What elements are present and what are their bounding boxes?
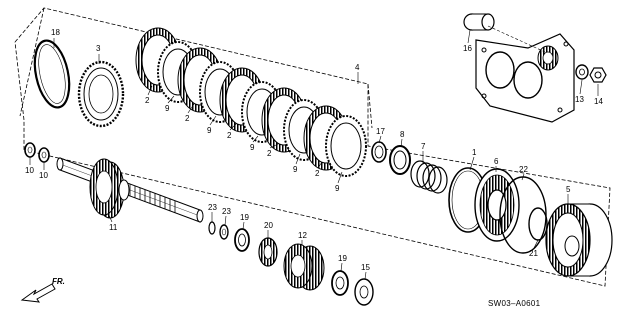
clutch-drum-5	[545, 203, 613, 277]
callout-8: 8	[400, 130, 405, 139]
mainshaft-11	[56, 157, 204, 223]
callout-3: 3	[96, 44, 101, 53]
nut-14	[589, 67, 607, 83]
washer-23a	[208, 221, 216, 235]
callout-2-c: 2	[227, 131, 232, 140]
gear-12	[283, 243, 325, 291]
callout-9-c: 9	[250, 143, 255, 152]
callout-19-a: 19	[240, 213, 249, 222]
spring-7	[410, 160, 448, 194]
callout-12: 12	[298, 231, 307, 240]
callout-15: 15	[361, 263, 370, 272]
thrust-washer-19b	[331, 270, 349, 296]
callout-4: 4	[355, 63, 360, 72]
callout-13: 13	[575, 95, 584, 104]
callout-9-e: 9	[335, 184, 340, 193]
callout-19-b: 19	[338, 254, 347, 263]
bushing-16	[463, 13, 546, 53]
o-ring-21	[528, 207, 548, 241]
callout-17: 17	[376, 127, 385, 136]
leader-lines	[29, 29, 599, 280]
callout-10-a: 10	[25, 166, 34, 175]
snap-ring-18	[33, 39, 71, 109]
direction-label: FR.	[52, 277, 65, 286]
front-direction-arrow: FR.	[20, 277, 65, 303]
washer-13	[575, 64, 589, 80]
callout-2-a: 2	[145, 96, 150, 105]
callout-1: 1	[472, 148, 477, 157]
callout-20: 20	[264, 221, 273, 230]
callout-22: 22	[519, 165, 528, 174]
diagram-code: SW03–A0601	[488, 299, 541, 308]
callout-21: 21	[529, 249, 538, 258]
clutch-plate-9e	[325, 115, 367, 177]
thrust-washer-19a	[234, 228, 250, 252]
callout-2-e: 2	[315, 169, 320, 178]
callout-18: 18	[51, 28, 60, 37]
callout-labels: 18 3 4 2 2 2 2 2 9 9 9 9 9 9 17 8 7 1 6 …	[25, 28, 603, 272]
clutch-pack	[135, 27, 367, 177]
washer-23b	[219, 224, 229, 240]
washer-15	[354, 278, 374, 306]
callout-9-d: 9	[293, 165, 298, 174]
callout-14: 14	[594, 97, 603, 106]
thrust-washer-17	[371, 141, 387, 163]
callout-6: 6	[494, 157, 499, 166]
callout-16: 16	[463, 44, 472, 53]
end-plate-3	[77, 60, 125, 128]
washer-10a	[24, 142, 36, 158]
callout-9-b: 9	[207, 126, 212, 135]
callout-5: 5	[566, 185, 571, 194]
callout-23-a: 23	[208, 203, 217, 212]
callout-10-b: 10	[39, 171, 48, 180]
callout-23-b: 23	[222, 207, 231, 216]
assembly-outline	[14, 7, 611, 287]
piston-6	[474, 168, 520, 242]
washer-10b	[38, 147, 50, 163]
callout-2-d: 2	[267, 149, 272, 158]
callout-7: 7	[421, 142, 426, 151]
housing-cover	[475, 33, 575, 123]
callout-11: 11	[109, 223, 118, 232]
callout-9-a: 9	[165, 104, 170, 113]
needle-bearing-20	[258, 237, 278, 267]
callout-2-b: 2	[185, 114, 190, 123]
seal-8	[389, 145, 411, 175]
